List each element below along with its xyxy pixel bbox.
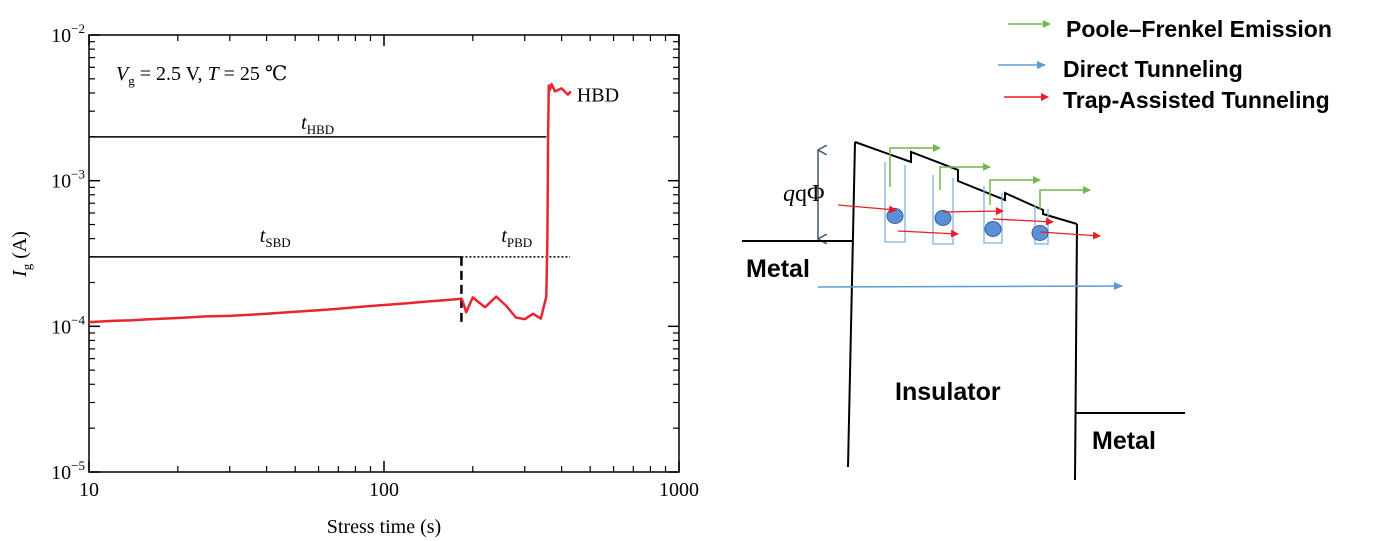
legend-label-trap-assisted: Trap-Assisted Tunneling xyxy=(1063,87,1330,113)
legend-item-direct-tunneling: Direct Tunneling xyxy=(998,56,1243,82)
trap-well-2 xyxy=(932,175,954,245)
condition-v-sub: g xyxy=(128,73,135,88)
t-pbd-label: tPBD xyxy=(501,225,532,250)
legend-item-poole-frenkel: Poole–Frenkel Emission xyxy=(1008,16,1332,42)
gate-current-trace xyxy=(88,82,572,324)
y-tick-label: 10−4 xyxy=(51,312,85,338)
trap-well-3 xyxy=(983,186,1003,244)
hbd-label: HBD xyxy=(577,84,619,106)
insulator-right-edge xyxy=(1074,223,1078,481)
left-metal-label: Metal xyxy=(746,255,810,283)
x-tick-label: 1000 xyxy=(659,479,699,501)
x-axis-label: Stress time (s) xyxy=(327,516,441,538)
gate-current-chart: 10−2 10−3 10−4 10−5 10 100 1000 Stress time (… xyxy=(9,21,699,538)
t-hbd-label: tHBD xyxy=(301,112,334,137)
tat-arrow-3 xyxy=(942,207,1004,216)
y-axis-label-unit: (A) xyxy=(9,231,31,264)
tat-arrow-4 xyxy=(992,217,1054,226)
condition-t: T xyxy=(208,63,221,85)
electron-3 xyxy=(984,221,1002,237)
legend: Poole–Frenkel Emission Direct Tunneling … xyxy=(998,16,1332,113)
y-tick-labels: 10−2 10−3 10−4 10−5 xyxy=(51,21,85,484)
trace-points xyxy=(88,84,571,323)
conduction-band-sawtooth xyxy=(854,141,1078,225)
minor-ticks xyxy=(89,35,679,472)
condition-v-value: = 2.5 V, xyxy=(135,63,208,85)
t-sbd-label: tSBD xyxy=(260,225,291,250)
condition-t-value: = 25 ℃ xyxy=(219,63,288,85)
electron-1 xyxy=(886,208,904,224)
band-diagram: Poole–Frenkel Emission Direct Tunneling … xyxy=(742,16,1332,481)
y-axis-label-sub: g xyxy=(19,263,34,270)
trap-well-1 xyxy=(884,162,906,243)
y-tick-label: 10−2 xyxy=(51,21,85,47)
direct-tunneling-arrow xyxy=(817,282,1123,291)
poole-frenkel-arrows xyxy=(889,144,1091,210)
pf-arrow-4 xyxy=(1039,186,1091,210)
insulator-label: Insulator xyxy=(895,378,1001,406)
legend-label-poole-frenkel: Poole–Frenkel Emission xyxy=(1066,16,1332,42)
svg-text:Ig (A): Ig (A) xyxy=(9,231,34,278)
tat-arrow-5 xyxy=(1039,231,1101,240)
major-ticks xyxy=(88,34,680,473)
electron-2 xyxy=(934,210,952,226)
y-axis-label-main: I xyxy=(9,269,31,278)
insulator-left-edge xyxy=(847,141,856,468)
barrier-height-label: qqΦ xyxy=(783,181,825,207)
right-metal-label: Metal xyxy=(1092,427,1156,455)
trap-well-4 xyxy=(1034,205,1049,245)
tat-arrow-1 xyxy=(837,204,897,214)
trapped-electrons xyxy=(886,208,1049,241)
x-tick-labels: 10 100 1000 xyxy=(79,479,699,501)
y-tick-label: 10−5 xyxy=(51,458,85,484)
legend-item-trap-assisted: Trap-Assisted Tunneling xyxy=(1004,87,1330,113)
barrier-symbol: qΦ xyxy=(795,181,825,207)
pf-arrow-1 xyxy=(889,144,941,187)
trap-wells xyxy=(884,162,1049,245)
tat-arrow-2 xyxy=(897,229,959,238)
x-tick-label: 10 xyxy=(79,479,99,501)
trap-assisted-arrows xyxy=(837,204,1101,240)
y-tick-label: 10−3 xyxy=(51,167,85,193)
x-tick-label: 100 xyxy=(369,479,399,501)
condition-label: Vg = 2.5 V, T = 25 ℃ xyxy=(116,63,287,88)
y-axis-label: Ig (A) xyxy=(9,231,34,278)
condition-v: V xyxy=(116,63,131,85)
legend-label-direct-tunneling: Direct Tunneling xyxy=(1063,56,1243,82)
pf-arrow-2 xyxy=(939,163,991,190)
pf-arrow-3 xyxy=(989,176,1041,205)
